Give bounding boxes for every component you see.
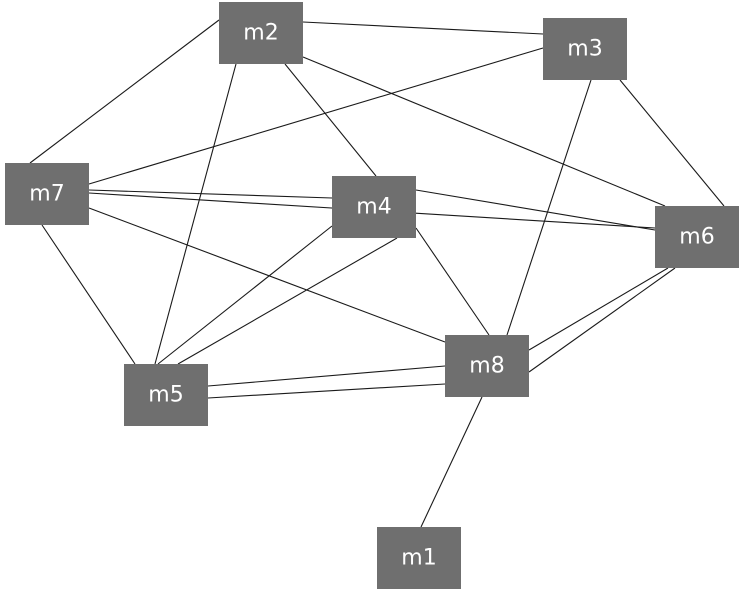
node-m7-label: m7 bbox=[29, 182, 64, 207]
edge-m4-m8 bbox=[415, 227, 490, 336]
node-m4-label: m4 bbox=[356, 195, 391, 220]
edge-m6-m8 bbox=[528, 267, 669, 351]
edge-m3-m7 bbox=[88, 47, 544, 185]
node-m5[interactable]: m5 bbox=[124, 364, 208, 426]
edge-m2-m7 bbox=[29, 19, 220, 164]
edges-layer bbox=[29, 19, 725, 528]
edge-m2-m6 bbox=[302, 56, 666, 207]
edge-m8-m1 bbox=[420, 396, 483, 528]
edge-m4-m5 bbox=[157, 225, 333, 365]
node-m4[interactable]: m4 bbox=[332, 176, 416, 238]
node-m3-box bbox=[543, 18, 627, 80]
node-m8-box bbox=[445, 335, 529, 397]
edge-m7-m4 bbox=[88, 189, 333, 199]
edge-m5-m8b bbox=[207, 383, 446, 399]
node-m2-label: m2 bbox=[243, 21, 278, 46]
edge-m6-m5 bbox=[177, 237, 398, 365]
node-m7-box bbox=[5, 163, 89, 225]
edge-m2-m3 bbox=[302, 21, 544, 35]
edge-m6-m8b bbox=[528, 267, 676, 373]
node-m4-box bbox=[332, 176, 416, 238]
node-m2[interactable]: m2 bbox=[219, 2, 303, 64]
edge-m3-m6 bbox=[619, 79, 725, 207]
node-m6-label: m6 bbox=[679, 225, 714, 250]
edge-m7-m5 bbox=[41, 224, 136, 365]
node-m5-label: m5 bbox=[148, 383, 183, 408]
node-m2-box bbox=[219, 2, 303, 64]
node-m7[interactable]: m7 bbox=[5, 163, 89, 225]
node-m8[interactable]: m8 bbox=[445, 335, 529, 397]
node-m6[interactable]: m6 bbox=[655, 206, 739, 268]
node-m3[interactable]: m3 bbox=[543, 18, 627, 80]
node-m3-label: m3 bbox=[567, 37, 602, 62]
node-m8-label: m8 bbox=[469, 354, 504, 379]
node-m1-label: m1 bbox=[401, 546, 436, 571]
edge-m5-m8 bbox=[207, 365, 446, 387]
edge-m2-m4 bbox=[284, 63, 377, 177]
node-m6-box bbox=[655, 206, 739, 268]
edge-m2-m5 bbox=[154, 63, 237, 365]
node-m1[interactable]: m1 bbox=[377, 527, 461, 589]
edge-m3-m8 bbox=[506, 79, 592, 336]
node-m5-box bbox=[124, 364, 208, 426]
node-m1-box bbox=[377, 527, 461, 589]
edge-m7-m8 bbox=[88, 207, 446, 343]
edge-m4-m6 bbox=[415, 189, 656, 231]
